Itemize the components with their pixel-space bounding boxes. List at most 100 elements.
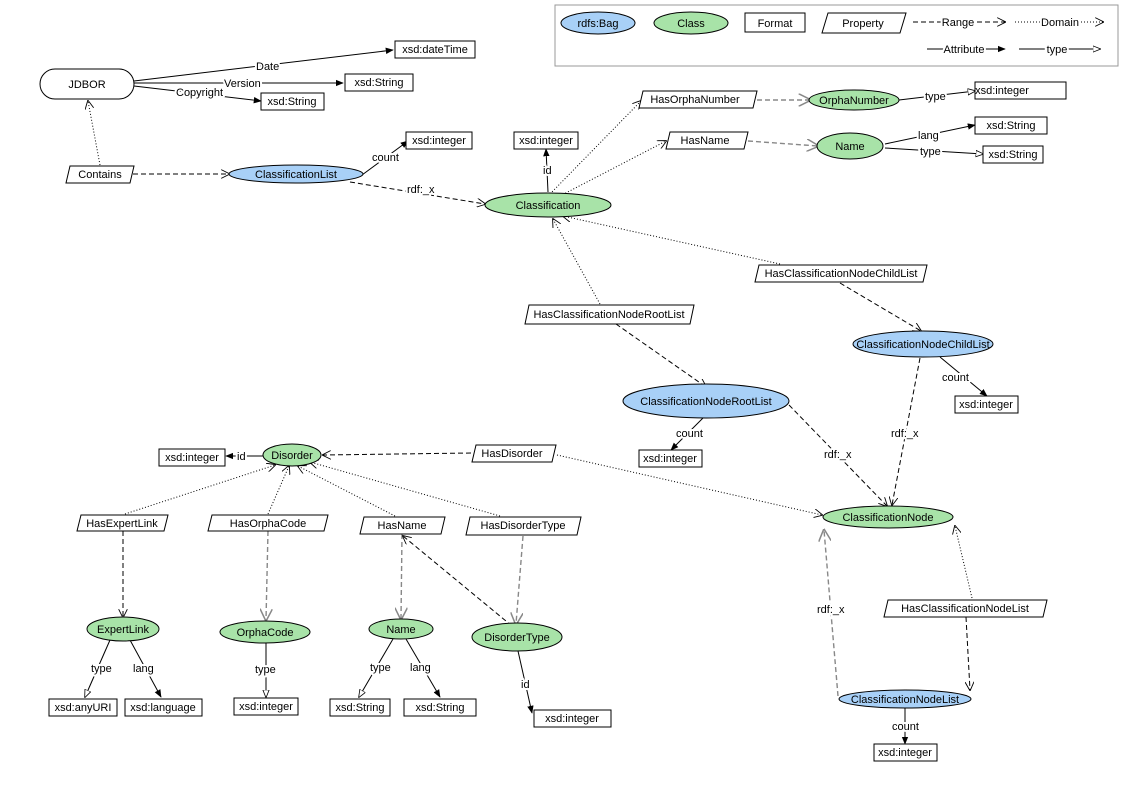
edge-label-rdfx-nodelist: rdf:_x: [817, 604, 845, 616]
edge-count-classlist: [361, 140, 409, 176]
node-hasname-bottom-shape: [359, 516, 446, 535]
edge-haschildlist-domain: [563, 216, 781, 265]
edge-hasorphanumber-domain: [549, 101, 641, 195]
node-xsd-integer-id-class-shape: [513, 131, 579, 150]
node-rootlist-shape: [622, 383, 790, 419]
node-hasname-top-shape: [665, 131, 749, 150]
nodes: JDBOR xsd:dateTime xsd:String xsd:String…: [39, 40, 1067, 762]
edge-label-copyright: Copyright: [176, 87, 223, 99]
edge-hasdisorder-range: [323, 453, 472, 455]
edge-label-type-expertlink: type: [91, 663, 112, 675]
edge-hasorphacode-domain: [267, 466, 289, 515]
edge-label-date: Date: [256, 61, 279, 73]
edge-disordertype-to-hasname: [403, 536, 513, 627]
node-childlist-label: ClassificationNodeChildList: [856, 339, 989, 351]
legend-format-shape: [744, 12, 806, 33]
legend-format-label: Format: [758, 18, 793, 30]
node-classification-shape: [484, 192, 612, 218]
node-contains-label: Contains: [78, 169, 122, 181]
node-nodelist-label: ClassificationNodeList: [851, 694, 959, 706]
edge-label-rdfx-rootlist: rdf:_x: [824, 449, 852, 461]
node-hasdisordertype-label: HasDisorderType: [481, 520, 566, 532]
node-xsd-string-copyright-shape: [260, 92, 325, 111]
node-hasorphanumber-shape: [638, 90, 758, 109]
node-name-bottom-shape: [368, 618, 434, 640]
edge-label-id-disorder: id: [237, 451, 246, 463]
node-orphacode-label: OrphaCode: [237, 627, 294, 639]
node-xsd-integer-count-root-shape: [638, 449, 703, 468]
legend-type-label: type: [1047, 44, 1068, 56]
edge-label-rdfx-classlist: rdf:_x: [407, 184, 435, 196]
node-xsd-string-version-shape: [344, 73, 414, 92]
node-hasdisorder-label: HasDisorder: [481, 448, 542, 460]
node-hasexpertlink-label: HasExpertLink: [86, 518, 158, 530]
node-xsd-string-lang-top-shape: [974, 116, 1048, 135]
edge-type-orphanumber: [898, 91, 975, 101]
node-hasnodelist-label: HasClassificationNodeList: [901, 603, 1029, 615]
edge-hasname-bottom-range: [401, 533, 402, 619]
edge-label-type-name-top: type: [920, 146, 941, 158]
legend: rdfs:Bag Class Format Property Range Dom…: [554, 4, 1119, 67]
node-classificationlist-shape: [228, 164, 364, 184]
node-xsd-string-lang-bottom-shape: [403, 698, 477, 717]
edge-lang-expertlink: [129, 639, 162, 698]
edge-label-lang-name-top: lang: [918, 130, 939, 142]
node-disorder-label: Disorder: [271, 450, 313, 462]
node-xsd-string-lang-bottom-label: xsd:String: [416, 702, 465, 714]
node-name-top-shape: [816, 132, 884, 160]
node-hasnodelist-shape: [883, 599, 1048, 618]
edge-label-type-orphacode: type: [255, 664, 276, 676]
edge-contains-domain: [88, 101, 101, 166]
node-classificationnode-shape: [822, 505, 954, 529]
node-expertlink-shape: [86, 616, 160, 642]
edge-lang-name-bottom: [405, 638, 441, 698]
node-xsd-integer-orphacode-label: xsd:integer: [239, 701, 293, 713]
edge-type-name-bottom: [359, 638, 394, 697]
node-xsd-integer-id-disorder-label: xsd:integer: [165, 452, 219, 464]
node-xsd-integer-count-root-label: xsd:integer: [643, 453, 697, 465]
legend-range-label: Range: [942, 17, 974, 29]
edges: [85, 47, 988, 745]
node-disorder-shape: [262, 443, 322, 467]
node-xsd-integer-count1-shape: [405, 131, 473, 150]
edge-label-type-name-bottom: type: [370, 662, 391, 674]
legend-class-shape: [653, 11, 729, 35]
node-xsd-integer-count-nodelist-label: xsd:integer: [878, 747, 932, 759]
edge-label-rdfx-childlist: rdf:_x: [891, 428, 919, 440]
node-orphacode-shape: [219, 620, 311, 644]
edge-hasorphacode-range: [266, 530, 268, 620]
legend-attribute-label: Attribute: [944, 44, 985, 56]
legend-property-shape: [821, 12, 907, 34]
node-contains-shape: [65, 165, 135, 184]
edge-hasrootlist-range: [615, 323, 706, 387]
edge-label-type-orphanumber: type: [925, 91, 946, 103]
node-expertlink-label: ExpertLink: [97, 624, 149, 636]
node-xsd-language-label: xsd:language: [130, 702, 195, 714]
edge-id-disordertype: [517, 650, 534, 714]
edge-hasdisorder-domain: [556, 454, 822, 515]
edge-count-rootlist: [670, 417, 704, 451]
node-xsd-integer-count-child-shape: [954, 395, 1019, 414]
edge-lang-name-top: [884, 123, 976, 145]
edge-label-id-disordertype: id: [521, 679, 530, 691]
edge-label-count-nodelist: count: [892, 721, 919, 733]
node-hasdisorder-shape: [471, 444, 557, 463]
edge-label-lang-expertlink: lang: [133, 663, 154, 675]
legend-property-label: Property: [842, 18, 884, 30]
node-classificationnode-label: ClassificationNode: [842, 512, 933, 524]
node-xsd-string-version-label: xsd:String: [355, 77, 404, 89]
node-hasexpertlink-shape: [76, 514, 169, 532]
edge-hasrootlist-domain: [553, 219, 601, 305]
edge-type-expertlink: [85, 639, 111, 697]
node-xsd-integer-count-nodelist-shape: [873, 743, 938, 762]
node-classificationlist-label: ClassificationList: [255, 169, 337, 181]
edge-label-count-rootlist: count: [676, 428, 703, 440]
node-hasorphanumber-label: HasOrphaNumber: [650, 94, 740, 106]
node-hasname-bottom-label: HasName: [378, 520, 427, 532]
node-xsd-integer-id-disordertype-shape: [533, 709, 612, 728]
edge-hasexpertlink-domain: [124, 465, 275, 515]
node-xsd-string-lang-top-label: xsd:String: [987, 120, 1036, 132]
node-xsd-datetime-label: xsd:dateTime: [402, 44, 468, 56]
edge-label-count-childlist: count: [942, 372, 969, 384]
edge-id-classification: [543, 148, 550, 193]
